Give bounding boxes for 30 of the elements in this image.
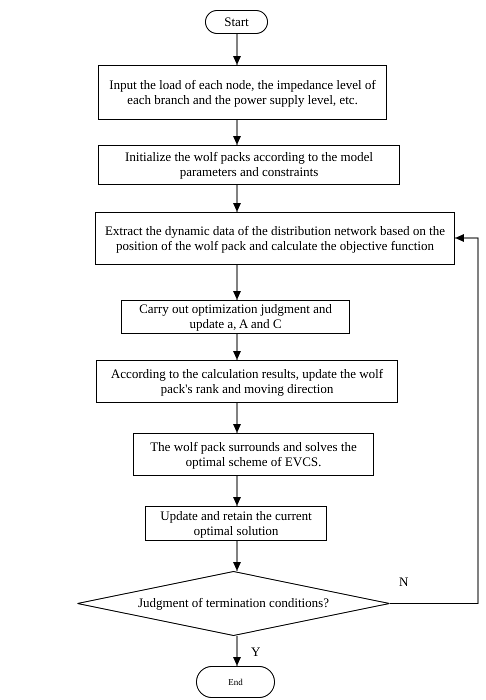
process-box xyxy=(121,300,350,334)
arrow xyxy=(233,476,241,506)
arrow xyxy=(233,540,241,572)
node-text: The wolf pack surrounds and solves the optimal scheme of EVCS. xyxy=(149,440,358,470)
process-box xyxy=(96,360,398,403)
process-box xyxy=(145,506,327,541)
node-text: Carry out optimization judgment and update a, A and C xyxy=(138,302,333,332)
node-text: Initialize the wolf packs according to the model parameters and constraints xyxy=(124,150,374,180)
edge-label: Y xyxy=(250,645,262,658)
arrow xyxy=(233,402,241,434)
node-text: Judgment of termination conditions? xyxy=(138,596,329,611)
edge-label: N xyxy=(398,575,410,588)
process-box xyxy=(133,433,374,476)
arrow xyxy=(233,264,241,300)
node-text: Input the load of each node, the impedance level of each branch and the power supply level, etc. xyxy=(108,78,377,108)
node-text: Update and retain the current optimal solution xyxy=(159,508,313,538)
decision-diamond xyxy=(77,571,390,636)
arrow xyxy=(233,120,241,146)
node-text: End xyxy=(228,676,243,688)
arrow xyxy=(233,184,241,212)
arrow xyxy=(233,34,241,66)
arrow xyxy=(390,234,478,604)
process-box xyxy=(98,145,400,185)
node-text: Start xyxy=(224,14,249,30)
process-box xyxy=(95,212,455,265)
process-box xyxy=(98,65,387,120)
node-text: According to the calculation results, update the wolf pack's rank and moving direction xyxy=(110,366,384,396)
node-text: Extract the dynamic data of the distribution network based on the position of the wolf pack and calculate the objective function xyxy=(104,224,446,254)
arrow xyxy=(233,334,241,360)
arrow xyxy=(233,636,241,666)
